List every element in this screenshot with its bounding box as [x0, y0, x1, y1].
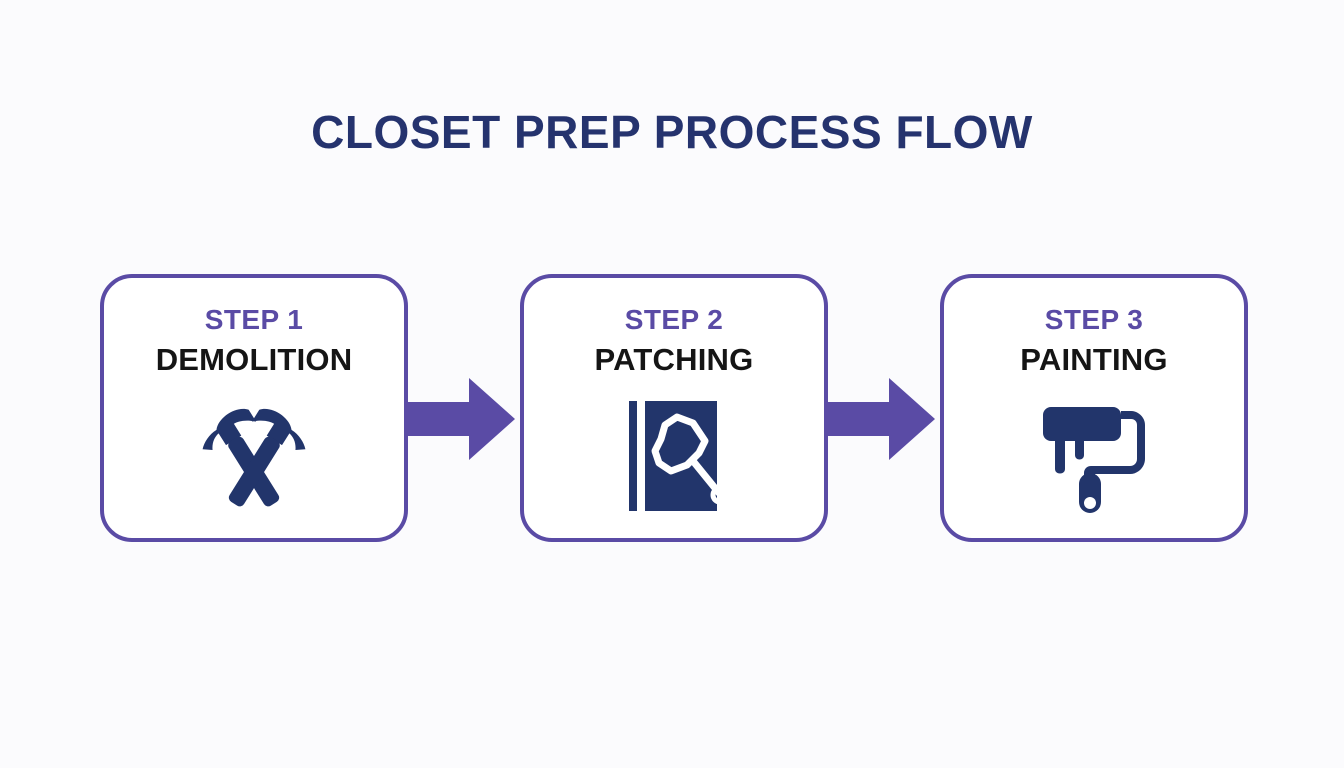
step-number-label: STEP 3 [1044, 304, 1144, 335]
step-card-painting[interactable]: STEP 3 PAINTING [940, 274, 1248, 542]
paint-roller-icon [1029, 394, 1159, 518]
step-title: DEMOLITION [155, 342, 353, 377]
arrow-right-icon [407, 376, 515, 462]
step-card-demolition[interactable]: STEP 1 DEMOLITION [100, 274, 408, 542]
step-card-patching[interactable]: STEP 2 PATCHING [520, 274, 828, 542]
crossed-hammers-icon [189, 394, 319, 518]
process-flow-row: STEP 1 DEMOLITION [100, 274, 1248, 542]
putty-knife-wall-icon [609, 394, 739, 518]
step-title: PAINTING [1020, 342, 1168, 377]
step-number-label: STEP 1 [204, 304, 304, 335]
step-title: PATCHING [594, 342, 754, 377]
arrow-right-icon [827, 376, 935, 462]
step-number-label: STEP 2 [624, 304, 724, 335]
page-title: CLOSET PREP PROCESS FLOW [311, 106, 1033, 158]
